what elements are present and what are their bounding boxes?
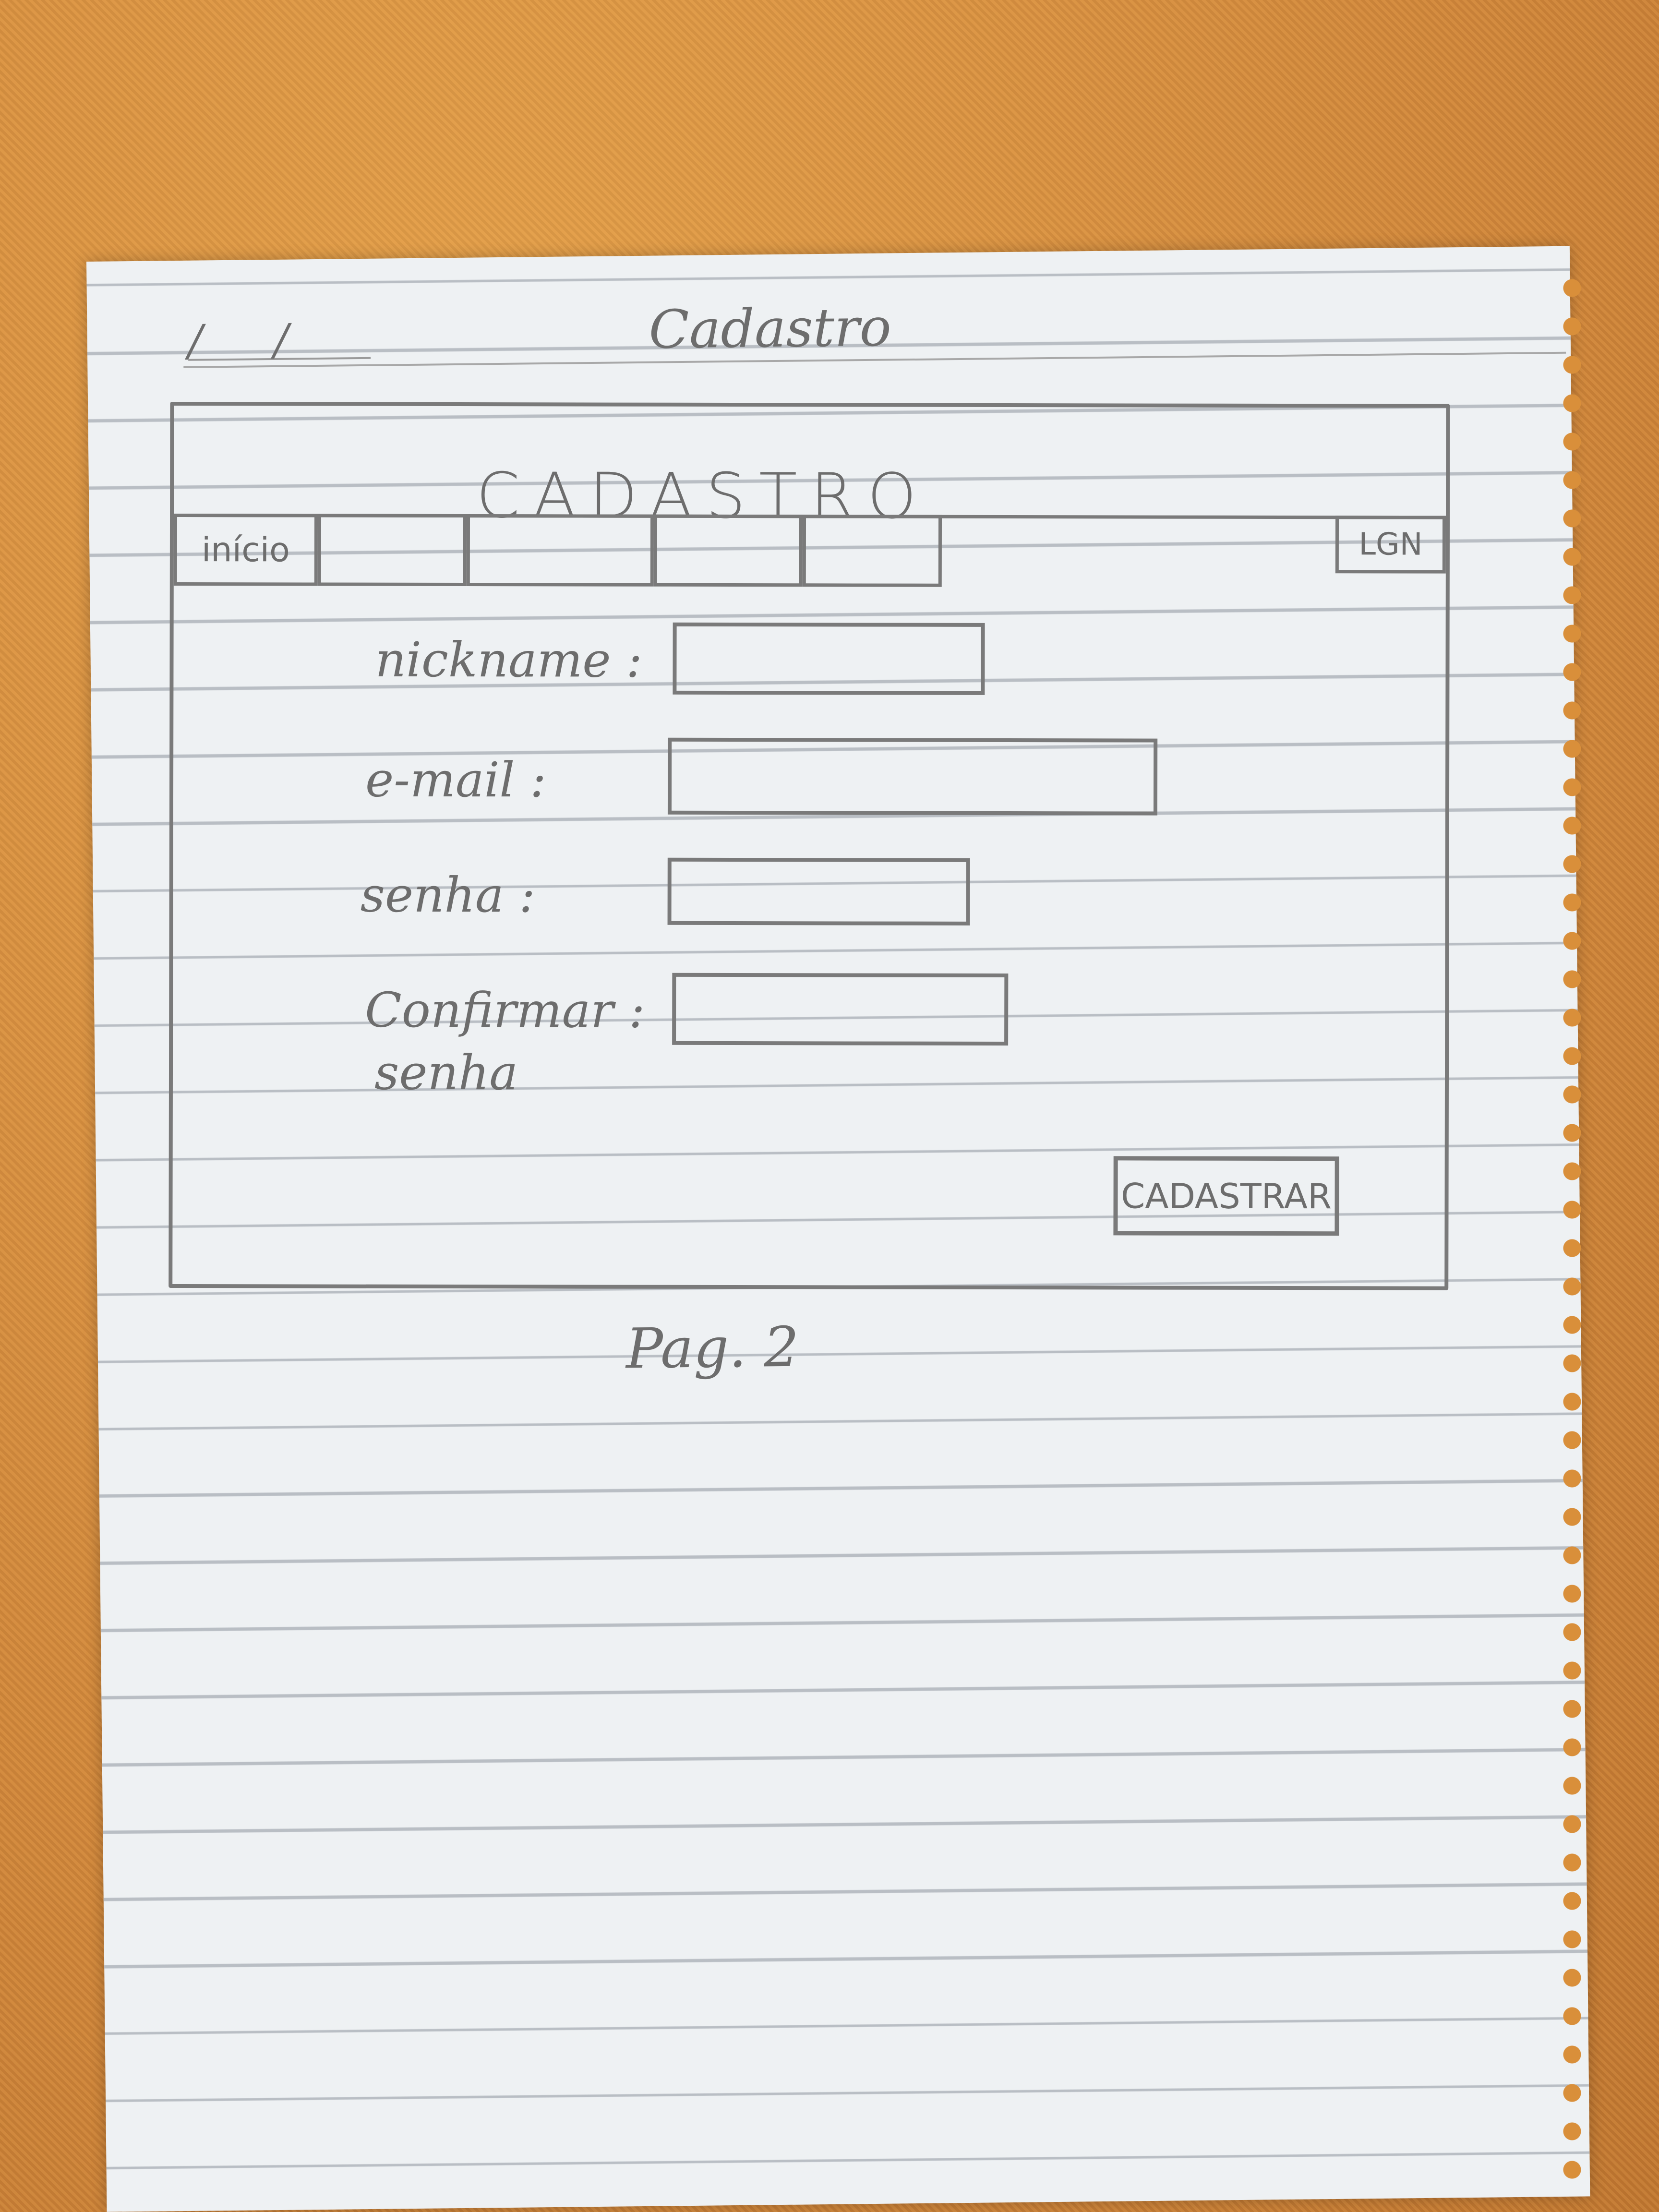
notebook-page: / / Cadastro CADASTRO início LGN nicknam… — [86, 246, 1590, 2212]
nav-tab-4[interactable] — [653, 514, 803, 587]
page-heading: Cadastro — [648, 296, 892, 361]
confirm-label: Confirmar : — [365, 982, 645, 1039]
nav-tab-2[interactable] — [317, 514, 467, 587]
date-field: / / — [188, 313, 371, 366]
confirm-label-line2: senha — [374, 1044, 518, 1101]
nav-tab-inicio[interactable]: início — [173, 513, 318, 586]
cadastrar-button[interactable]: CADASTRAR — [1113, 1156, 1339, 1236]
nickname-label: nickname : — [375, 631, 643, 688]
senha-input[interactable] — [667, 857, 970, 926]
nav-tab-3[interactable] — [466, 514, 654, 587]
confirm-senha-input[interactable] — [672, 973, 1009, 1046]
nickname-input[interactable] — [673, 622, 985, 695]
login-button[interactable]: LGN — [1335, 516, 1446, 574]
email-input[interactable] — [667, 737, 1158, 816]
senha-label: senha : — [360, 866, 536, 924]
wireframe-window: CADASTRO início LGN nickname : e-mail : … — [168, 401, 1450, 1290]
page-number: Pag. 2 — [625, 1315, 800, 1382]
torn-perforation-edge — [1563, 269, 1591, 2189]
nav-tab-5[interactable] — [802, 515, 942, 587]
email-label: e-mail : — [365, 751, 547, 808]
